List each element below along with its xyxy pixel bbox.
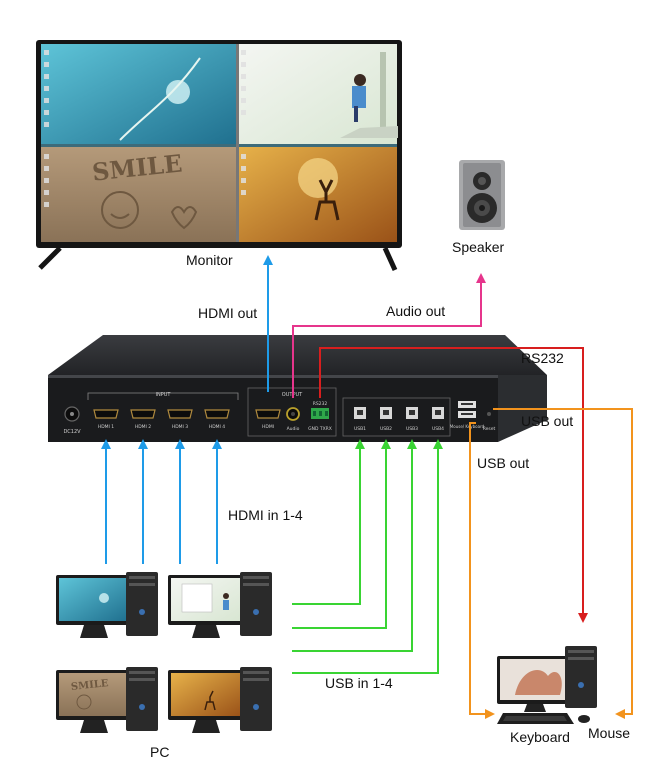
usb-out-label-2: USB out [477,455,529,471]
svg-text:USB3: USB3 [406,426,418,432]
usb-in-line-2 [292,439,391,629]
reset-button: Reset [483,412,496,432]
device-top [48,335,547,375]
speaker-icon [459,160,505,230]
usb-input-port-4: USB4 [432,407,444,432]
monitor-quadrant-water-drop [41,44,238,146]
pc-label: PC [150,744,169,760]
mouse-icon [578,715,590,723]
rs232-line [319,347,588,623]
pc-3: SMILE [56,667,158,733]
pc-2 [168,572,272,638]
usb-out-line-mouse [493,408,633,719]
svg-text:HDMI: HDMI [262,424,274,430]
usb-in-line-4 [292,439,443,674]
svg-text:HDMI 1: HDMI 1 [98,424,114,430]
hdmi-input-ports: HDMI 1 HDMI 2 HDMI 3 HDMI 4 [93,409,230,430]
svg-text:HDMI 3: HDMI 3 [172,424,188,430]
speaker-label: Speaker [452,239,504,255]
monitor-quadrant-smile [41,146,238,242]
usb-input-ports: USB1 USB2 USB3 USB4 [354,407,444,432]
hdmi-out-label: HDMI out [198,305,257,321]
usb-input-port-2: USB2 [380,407,392,432]
hdmi-input-port-3: HDMI 3 [167,409,193,430]
monitor-label: Monitor [186,252,233,268]
hdmi-input-port-2: HDMI 2 [130,409,156,430]
usb-in-line-3 [292,439,417,652]
svg-text:USB4: USB4 [432,426,444,432]
mouse-label: Mouse [588,725,630,741]
svg-text:HDMI 4: HDMI 4 [209,424,225,430]
target-pc [497,646,597,712]
power-port-label: DC12V [63,429,81,435]
monitor: SMILE [36,40,402,272]
keyboard-label: Keyboard [510,729,570,745]
device-front-panel [48,375,498,442]
svg-text:USB2: USB2 [380,426,392,432]
svg-text:HDMI 2: HDMI 2 [135,424,151,430]
usb-out-line-keyboard [469,422,495,719]
pc-1 [56,572,158,638]
usb-input-port-3: USB3 [406,407,418,432]
svg-text:Reset: Reset [483,426,496,432]
keyboard-icon [497,713,574,724]
audio-out-line [292,273,486,398]
svg-text:Mouse/ Keyboard: Mouse/ Keyboard [450,424,485,429]
audio-port: Audio [286,407,300,432]
svg-text:USB1: USB1 [354,426,366,432]
hdmi-in-label: HDMI in 1-4 [228,507,303,523]
usb-out-label-1: USB out [521,413,573,429]
pc-4 [168,667,272,733]
input-group-label: INPUT [156,392,172,398]
hdmi-input-port-4: HDMI 4 [204,409,230,430]
rs232-label: RS232 [521,350,564,366]
svg-text:GND TXRX: GND TXRX [308,426,332,432]
svg-text:Audio: Audio [287,426,300,432]
usb-host-ports: Mouse/ Keyboard [450,401,485,429]
svg-text:RS232: RS232 [313,401,328,407]
matrix-switcher: DC12V INPUT HDMI 1 HDMI 2 HDMI 3 HDMI 4 … [48,335,547,442]
hdmi-output-port: HDMI [255,409,281,430]
usb-in-line-1 [292,439,365,605]
pc-smile-text: SMILE [70,678,109,693]
hdmi-input-port-1: HDMI 1 [93,409,119,430]
audio-out-label: Audio out [386,303,445,319]
usb-input-port-1: USB1 [354,407,366,432]
usb-in-label: USB in 1-4 [325,675,393,691]
